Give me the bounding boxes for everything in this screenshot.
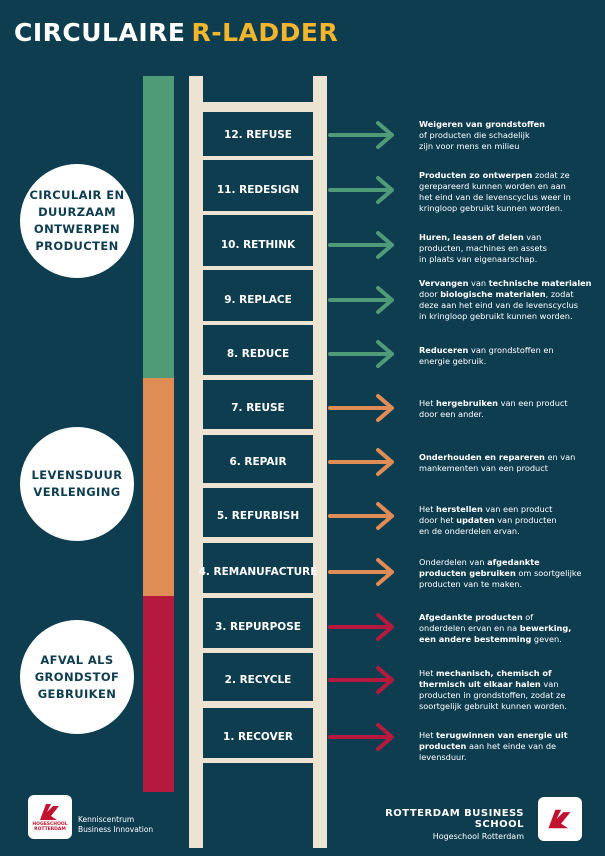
ladder-step-label: 6. REPAIR bbox=[203, 441, 313, 483]
arrow-right-icon bbox=[328, 231, 394, 259]
footer-left-text: Kenniscentrum Business Innovation bbox=[78, 815, 153, 835]
ladder-step-label: 3. REPURPOSE bbox=[203, 606, 313, 648]
ladder-rung bbox=[189, 533, 327, 543]
ladder-rail-left bbox=[189, 76, 203, 848]
ladder-step-label: 5. REFURBISH bbox=[203, 495, 313, 537]
arrow-right-icon bbox=[328, 340, 394, 368]
group-label-line: GRONDSTOF bbox=[34, 669, 120, 684]
title-part2: R-LADDER bbox=[191, 18, 339, 47]
ladder-rung bbox=[189, 698, 327, 708]
ladder-step-label: 10. RETHINK bbox=[203, 224, 313, 266]
ladder-rung bbox=[189, 425, 327, 435]
ladder-step-label: 7. REUSE bbox=[203, 387, 313, 429]
ladder-rail-right bbox=[313, 76, 327, 848]
logo-text-1: HOGESCHOOL bbox=[32, 822, 68, 827]
ladder-rung bbox=[189, 370, 327, 380]
arrow-right-icon bbox=[328, 558, 394, 586]
arrow-right-icon bbox=[328, 666, 394, 694]
group-circle-design: CIRCULAIR EN DUURZAAM ONTWERPEN PRODUCTEN bbox=[20, 164, 134, 278]
ladder-rung bbox=[189, 102, 327, 112]
ladder-step-label: 8. REDUCE bbox=[203, 333, 313, 375]
footer-right-title: ROTTERDAM BUSINESS SCHOOL bbox=[385, 808, 524, 830]
ladder-rung bbox=[189, 753, 327, 763]
ladder-step-label: 12. REFUSE bbox=[203, 114, 313, 156]
arrow-right-icon bbox=[328, 723, 394, 751]
rbs-logo-icon bbox=[548, 809, 571, 829]
group-label-line: ONTWERPEN bbox=[33, 222, 121, 236]
band-red bbox=[143, 596, 174, 792]
group-label-line: DUURZAAM bbox=[38, 205, 116, 219]
ladder-rung bbox=[189, 588, 327, 598]
ladder-step-label: 2. RECYCLE bbox=[203, 659, 313, 701]
arrow-right-icon bbox=[328, 502, 394, 530]
rbs-logo bbox=[538, 797, 582, 841]
ladder-step-label: 9. REPLACE bbox=[203, 279, 313, 321]
footer-right-subtitle: Hogeschool Rotterdam bbox=[432, 832, 524, 841]
hr-logo-icon bbox=[40, 804, 59, 820]
group-label-line: CIRCULAIR EN bbox=[29, 188, 125, 202]
arrow-right-icon bbox=[328, 176, 394, 204]
group-label-line: GEBRUIKEN bbox=[37, 686, 117, 701]
ladder-rung bbox=[189, 478, 327, 488]
band-orange bbox=[143, 378, 174, 596]
footer-left-line-1: Kenniscentrum bbox=[78, 815, 135, 824]
arrow-right-icon bbox=[328, 286, 394, 314]
title-part1: CIRCULAIRE bbox=[14, 18, 186, 47]
arrow-right-icon bbox=[328, 121, 394, 149]
logo-text-2: ROTTERDAM bbox=[34, 827, 66, 832]
ladder-step-label: 11. REDESIGN bbox=[203, 169, 313, 211]
footer-right-text: ROTTERDAM BUSINESS SCHOOL Hogeschool Rot… bbox=[344, 808, 524, 841]
arrow-right-icon bbox=[328, 394, 394, 422]
group-circle-waste: AFVAL ALS GRONDSTOF GEBRUIKEN bbox=[20, 620, 134, 734]
ladder-step-label: 1. RECOVER bbox=[203, 716, 313, 758]
group-circle-lifespan: LEVENSDUUR VERLENGING bbox=[20, 427, 134, 541]
group-label-line: LEVENSDUUR bbox=[31, 468, 123, 482]
group-label-line: PRODUCTEN bbox=[35, 239, 119, 253]
arrow-right-icon bbox=[328, 613, 394, 641]
ladder-rung bbox=[189, 643, 327, 653]
group-label-line: VERLENGING bbox=[33, 485, 121, 499]
footer-left-line-2: Business Innovation bbox=[78, 825, 154, 834]
band-green bbox=[143, 76, 174, 378]
group-label-line: AFVAL ALS bbox=[40, 652, 114, 667]
ladder-step-label: 4. REMANUFACTURE bbox=[199, 551, 317, 593]
arrow-right-icon bbox=[328, 448, 394, 476]
